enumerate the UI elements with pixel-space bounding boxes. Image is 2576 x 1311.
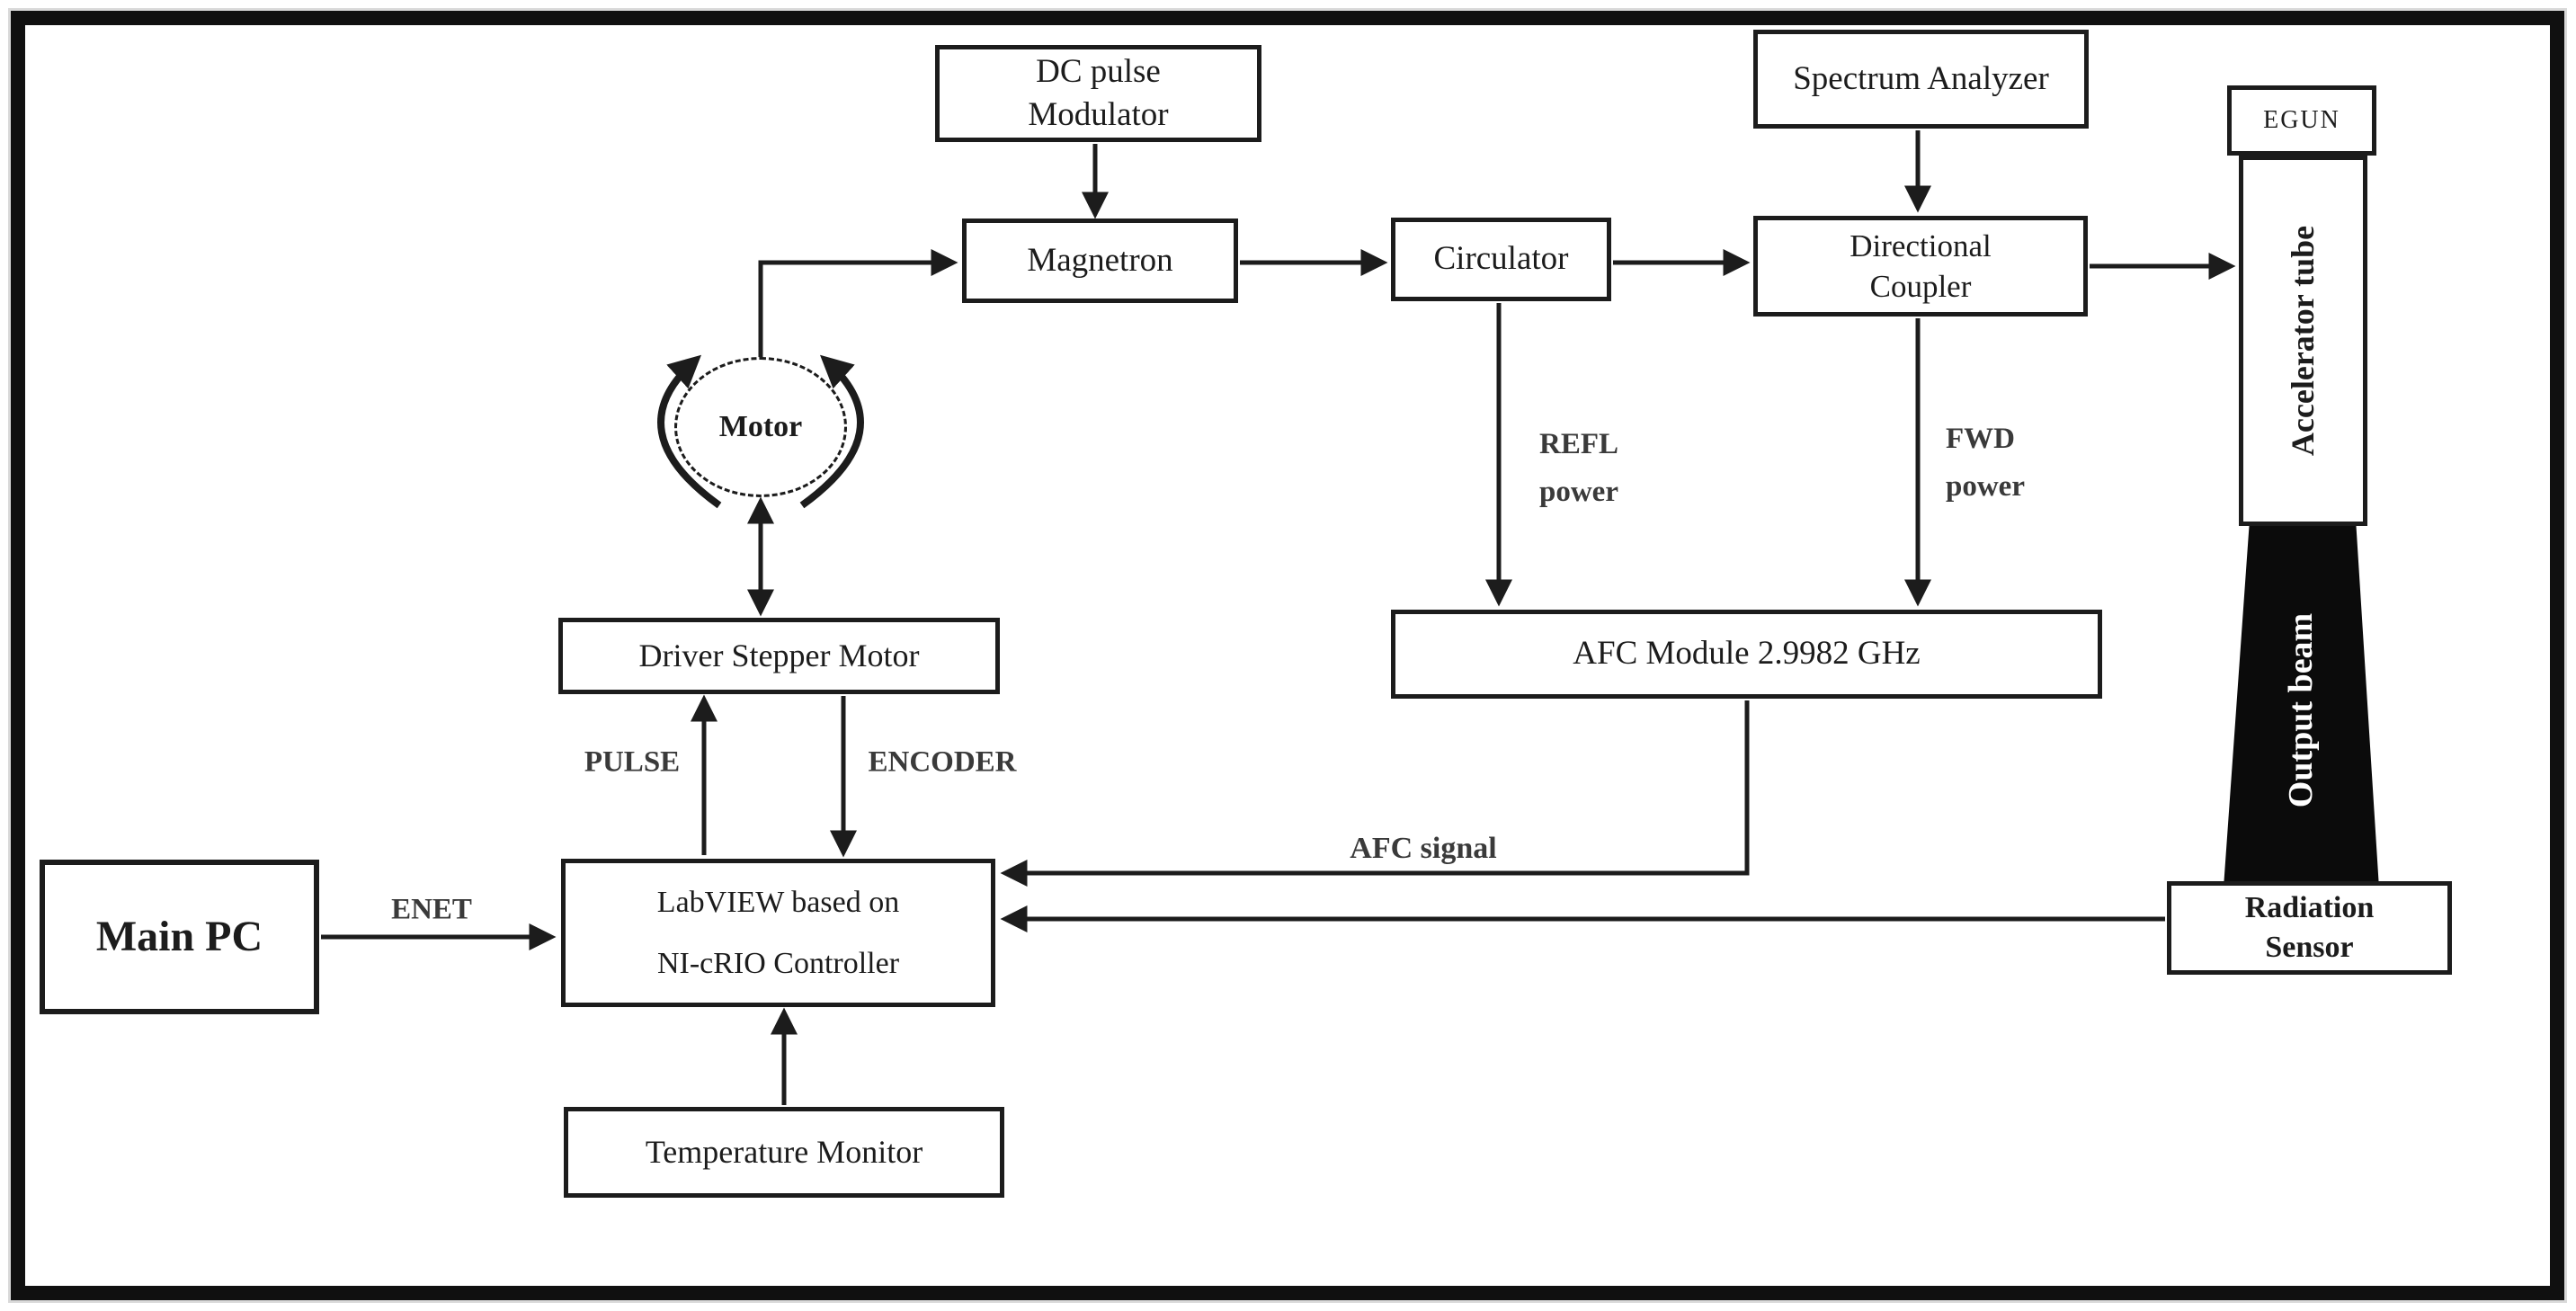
node-temperature-monitor-label: Temperature Monitor [645,1134,923,1171]
node-driver-stepper-motor: Driver Stepper Motor [558,618,1000,694]
node-afc-module-label: AFC Module 2.9982 GHz [1573,635,1921,673]
node-directional-coupler: Directional Coupler [1753,216,2088,317]
node-controller: LabVIEW based on NI-cRIO Controller [561,859,995,1007]
node-egun: EGUN [2227,85,2376,156]
node-dc-pulse-modulator: DC pulse Modulator [935,45,1261,142]
motor-rotation-arrow-right [799,354,864,509]
node-motor-label: Motor [718,409,803,443]
node-temperature-monitor: Temperature Monitor [564,1107,1004,1198]
node-spectrum-analyzer: Spectrum Analyzer [1753,30,2089,129]
node-spectrum-analyzer-label: Spectrum Analyzer [1793,59,2049,97]
node-magnetron-label: Magnetron [1027,241,1173,279]
node-circulator-label: Circulator [1433,240,1569,278]
node-magnetron: Magnetron [962,218,1238,303]
node-accelerator-tube [2239,156,2367,526]
node-radiation-sensor: Radiation Sensor [2167,881,2452,975]
node-dc-pulse-modulator-label: DC pulse Modulator [1028,52,1169,133]
edge-label-encoder: ENCODER [868,745,1017,779]
node-afc-module: AFC Module 2.9982 GHz [1391,610,2102,699]
edge-afc-signal [1000,700,1750,887]
edge-label-refl-power: REFL power [1539,428,1619,508]
edge-label-pulse: PULSE [584,745,681,779]
diagram-border [8,8,2567,1303]
edge-motor-to-magnetron [758,249,958,360]
edge-label-enet: ENET [391,893,472,926]
node-motor: Motor [674,357,847,497]
node-circulator: Circulator [1391,218,1611,301]
node-main-pc-label: Main PC [95,912,263,960]
node-accelerator-tube-label: Accelerator tube [2285,225,2321,457]
node-driver-stepper-motor-label: Driver Stepper Motor [638,638,920,674]
output-beam-label: Output beam [2282,612,2320,808]
edge-label-afc-signal: AFC signal [1350,831,1497,865]
motor-rotation-arrow-left [657,354,722,509]
node-controller-label: LabVIEW based on NI-cRIO Controller [656,885,900,980]
node-egun-label: EGUN [2263,105,2340,134]
edge-label-fwd-power: FWD power [1946,423,2025,503]
node-main-pc: Main PC [40,860,319,1014]
node-directional-coupler-label: Directional Coupler [1850,227,1992,305]
node-radiation-sensor-label: Radiation Sensor [2244,890,2375,964]
